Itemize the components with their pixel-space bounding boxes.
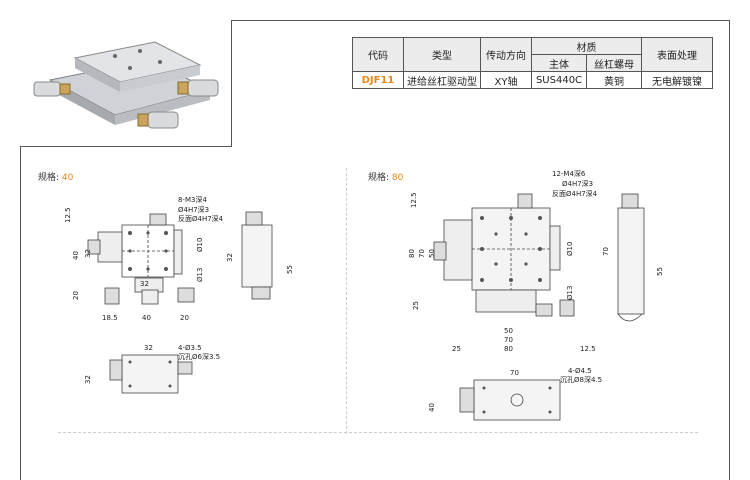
spec40-bottom-32-left: 32 [84,375,92,384]
spec40-label-text: 规格: [38,173,60,183]
spec40-note-top3: 反面Ø4H7深4 [178,214,224,223]
spec80-dim-12-5-bottom: 12.5 [580,345,596,353]
spec80-dim-o13: Ø13 [566,286,574,300]
spec80-dim-80: 80 [408,249,416,258]
spec80-note-top2: Ø4H7深3 [562,179,593,188]
spec-table: 代码 类型 传动方向 材质 表面处理 主体 丝杠螺母 DJF11 进给丝杠驱动型… [352,37,713,89]
spec40-dim-o13: Ø13 [196,268,204,282]
spec40-dim-12-5: 12.5 [64,207,72,223]
spec80-size: 80 [391,173,404,183]
center-dashed-line [346,168,347,434]
spec80-label-text: 规格: [368,173,390,183]
spec80-note-top1: 12-M4深6 [552,169,586,178]
cell-body: SUS440C [531,71,587,89]
spec80-bottom-70: 70 [510,369,519,377]
spec80-bottom-40: 40 [428,403,436,412]
spec40-dim-20-bottom: 20 [180,314,189,322]
spec80-dim-25-bottom: 25 [452,345,461,353]
cell-finish: 无电解镀镍 [641,71,713,89]
bottom-dashed-line [58,432,698,433]
header-body: 主体 [531,54,587,72]
cell-nut: 黄铜 [586,71,642,89]
spec80-dim-o10: Ø10 [566,242,574,256]
spec80-dim-55: 55 [656,267,664,276]
product-photo-box [20,20,232,147]
header-type: 类型 [403,37,481,72]
cell-drive: XY轴 [480,71,532,89]
spec40-bottom-32: 32 [144,344,153,352]
spec40-bottom-note1: 4-Ø3.5 [178,344,202,352]
spec40-drawing: 8-M3深4 Ø4H7深3 反面Ø4H7深4 12.5 40 32 20 Ø10… [64,195,294,394]
spec40-note-top2: Ø4H7深3 [178,205,209,214]
spec80-bottom-note2: 沉孔Ø8深4.5 [560,375,602,384]
spec80-drawing: 12-M4深6 Ø4H7深3 反面Ø4H7深4 12.5 80 70 50 25… [408,169,664,421]
spec80-label: 规格: 80 [368,170,403,183]
page-frame [20,20,730,480]
spec80-dim-70: 70 [418,249,426,258]
spec80-bottom-note1: 4-Ø4.5 [568,367,592,375]
cell-code: DJF11 [352,71,404,89]
spec80-note-top3: 反面Ø4H7深4 [552,189,598,198]
table-subheader-row: 主体 丝杠螺母 [353,54,713,72]
spec40-bottom-note2: 沉孔Ø6深3.5 [178,352,220,361]
cell-type: 进给丝杠驱动型 [403,71,481,89]
spec80-dim-25: 25 [412,301,420,310]
spec40-dim-o10: Ø10 [196,238,204,252]
spec40-dim-32-side: 32 [226,253,234,262]
table-header-row: 代码 类型 传动方向 材质 表面处理 [352,37,713,72]
table-row: DJF11 进给丝杠驱动型 XY轴 SUS440C 黄铜 无电解镀镍 [352,71,713,89]
spec80-dim-50-bottom: 50 [504,327,513,335]
spec80-dim-50: 50 [428,249,436,258]
header-material: 材质 [531,37,642,55]
spec40-note-top1: 8-M3深4 [178,195,207,204]
spec40-dim-18-5: 18.5 [102,314,118,322]
spec80-dim-70-side: 70 [602,247,610,256]
header-nut: 丝杠螺母 [586,54,642,72]
spec80-dim-12-5: 12.5 [410,192,418,208]
product-photo [33,41,219,129]
spec80-dim-70-bottom: 70 [504,336,513,344]
header-drive: 传动方向 [480,37,532,72]
spec40-dim-40-bottom: 40 [142,314,151,322]
spec40-label: 规格: 40 [38,170,73,183]
spec40-dim-32-mid: 32 [140,280,149,288]
header-finish: 表面处理 [641,37,713,72]
spec40-dim-55: 55 [286,265,294,274]
header-code: 代码 [352,37,404,72]
spec40-dim-32-left: 32 [84,249,92,258]
spec80-dim-80-bottom: 80 [504,345,513,353]
spec40-size: 40 [61,173,74,183]
spec40-dim-40-left: 40 [72,251,80,260]
spec40-dim-20-left: 20 [72,291,80,300]
